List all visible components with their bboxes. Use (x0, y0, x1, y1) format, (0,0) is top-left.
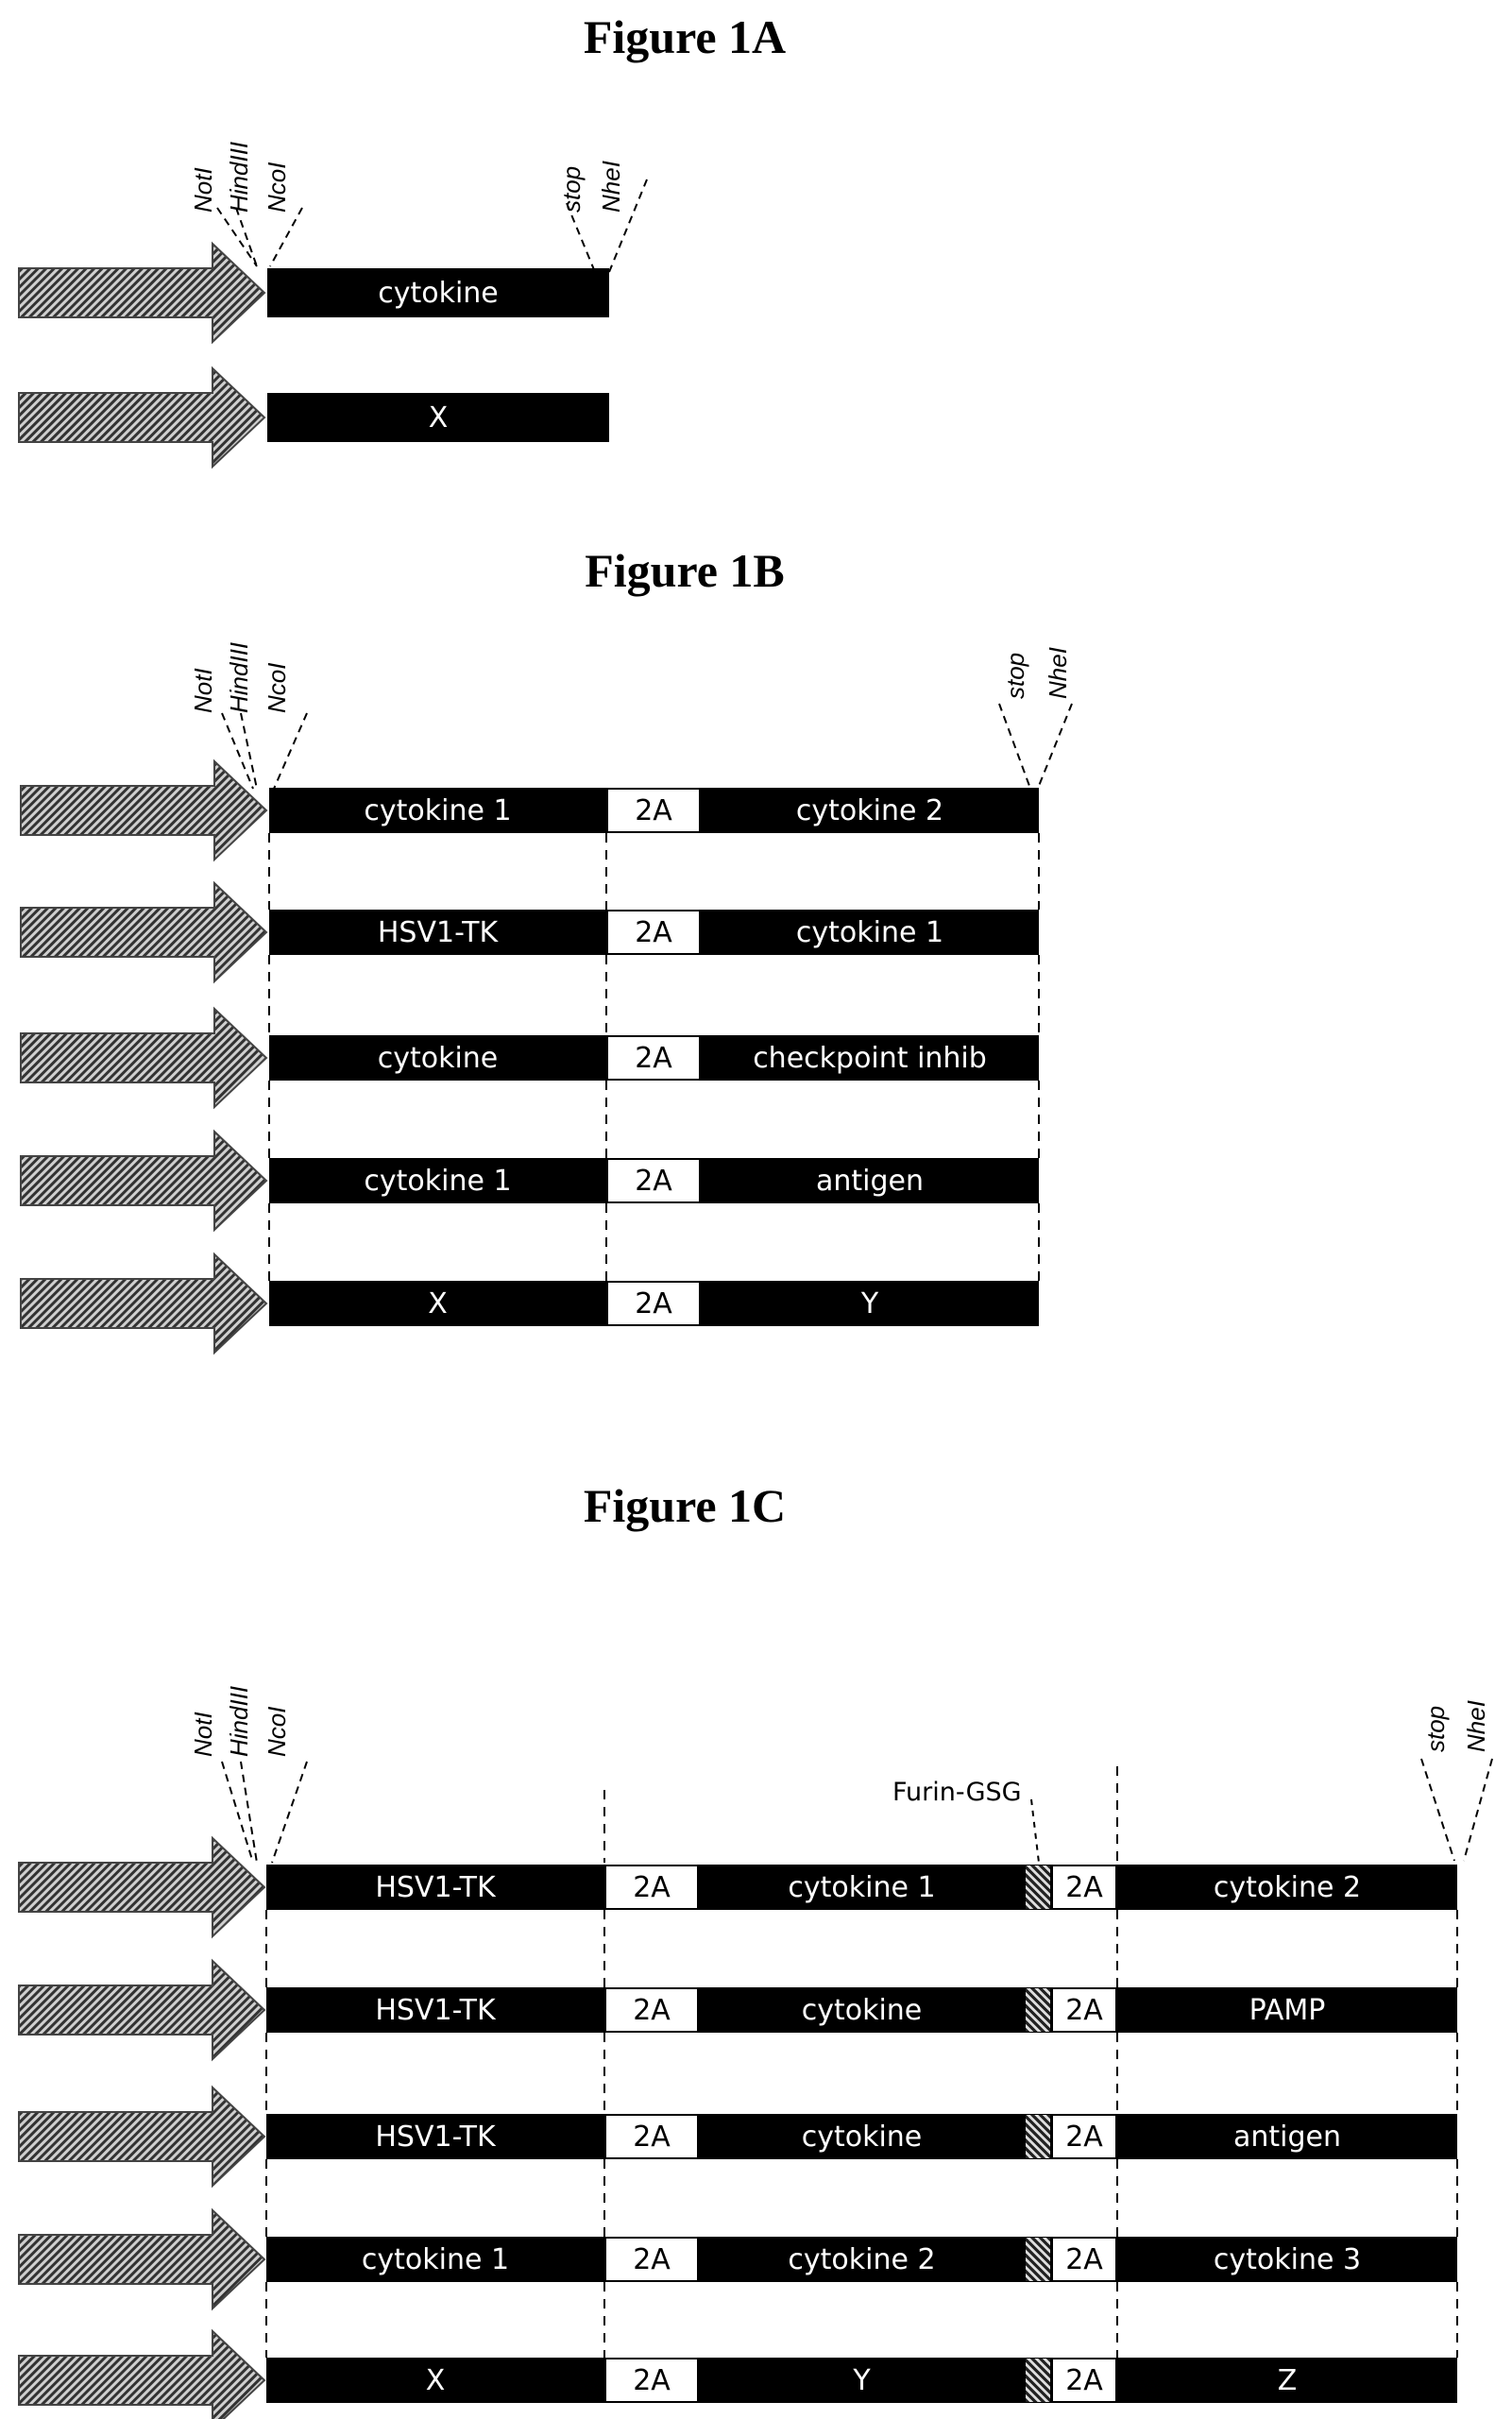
site-line-nhel (1464, 1759, 1492, 1861)
site-line-stop (1421, 1759, 1454, 1861)
promoter-arrow (21, 1132, 266, 1230)
site-line-ncol (274, 713, 307, 789)
site-line-hindiii (236, 208, 257, 266)
promoter-arrow (19, 2087, 264, 2186)
promoter-arrow (19, 1961, 264, 2059)
promoter-arrow (21, 1254, 266, 1353)
promoter-arrow (21, 1009, 266, 1107)
site-line-nhel (609, 179, 647, 272)
site-line-ncol (270, 208, 302, 266)
promoter-arrow (19, 2331, 264, 2419)
promoter-arrow (21, 761, 266, 860)
site-line-hindiii (241, 1762, 257, 1863)
site-line-notl (222, 1762, 253, 1863)
promoter-arrow (21, 883, 266, 981)
site-line-stop (999, 704, 1029, 786)
promoter-arrow (19, 244, 264, 342)
promoter-arrow (19, 2210, 264, 2308)
promoter-arrow (19, 1838, 264, 1936)
site-line-stop (567, 203, 595, 272)
site-line-ncol (272, 1762, 307, 1863)
site-line-nhel (1039, 704, 1072, 786)
promoter-arrow (19, 368, 264, 467)
guide-line (1031, 1799, 1039, 1863)
